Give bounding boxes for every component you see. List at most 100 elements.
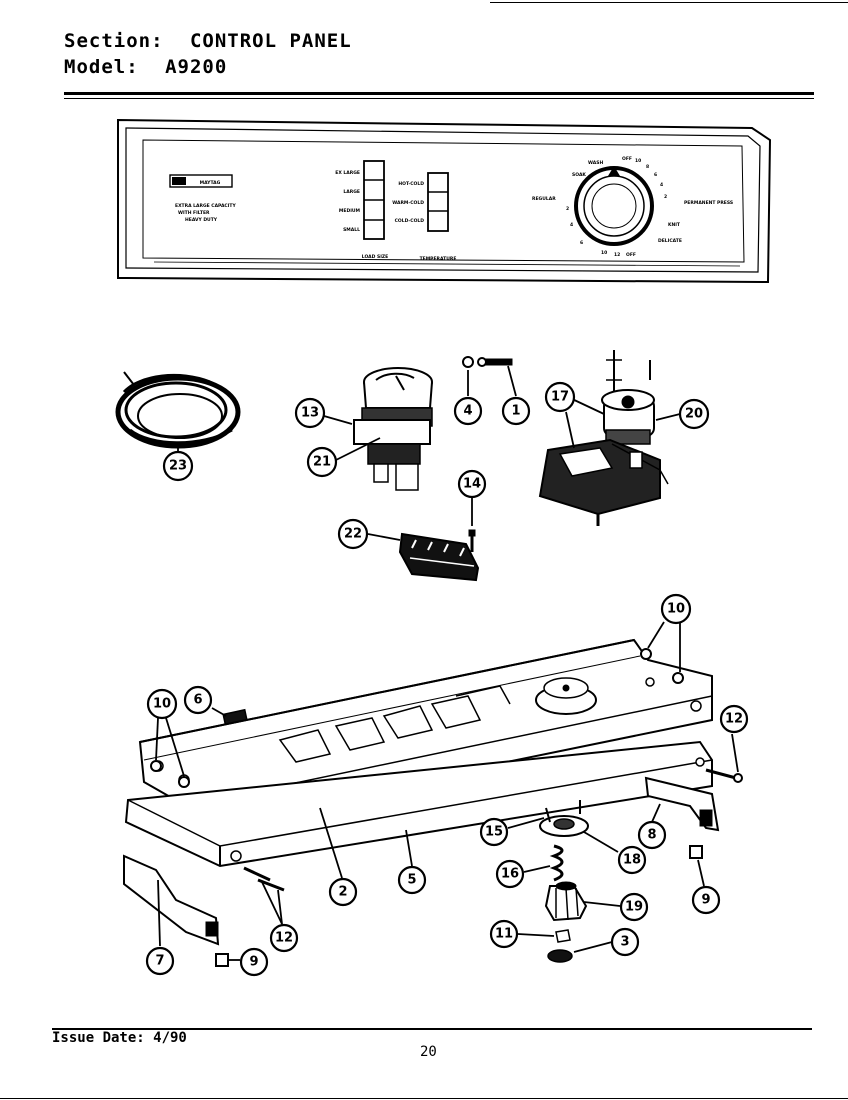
svg-text:13: 13	[301, 406, 319, 421]
dial-number-8: 12	[614, 252, 620, 258]
svg-text:10: 10	[667, 602, 685, 617]
push-button-switch-illustration	[398, 529, 480, 582]
page-number: 20	[420, 1044, 437, 1060]
svg-text:5: 5	[407, 873, 416, 888]
footer-rule	[52, 1028, 812, 1030]
model-label: Model:	[64, 56, 139, 78]
callouts: 1 3 4 5 6 7 8 9 9 10 10 11 12 12 13 14 1…	[145, 381, 749, 977]
load-size-3: MEDIUM	[339, 208, 361, 214]
temperature-2: WARM-COLD	[392, 200, 424, 206]
cycle-wash: WASH	[588, 160, 603, 166]
callout-15: 15	[479, 817, 509, 847]
svg-text:3: 3	[620, 935, 629, 950]
temperature-caption: TEMPERATURE	[420, 256, 457, 262]
cycle-regular: REGULAR	[532, 196, 556, 202]
callout-9-left: 9	[239, 947, 269, 977]
dial-number-2: 10	[635, 158, 641, 164]
section-heading: Section: CONTROL PANEL	[64, 30, 352, 52]
panel-subtitle-1: EXTRA LARGE CAPACITY	[175, 203, 236, 209]
callout-9-right: 9	[691, 885, 721, 915]
dial-number-10: 6	[580, 240, 583, 246]
callout-22: 22	[337, 518, 369, 550]
temperature-buttons: HOT-COLD WARM-COLD COLD-COLD TEMPERATURE	[392, 172, 457, 262]
svg-text:4: 4	[463, 404, 472, 419]
dial-number-11: 4	[570, 222, 573, 228]
svg-text:20: 20	[685, 407, 703, 422]
dial-number-9: 10	[601, 250, 607, 256]
svg-text:7: 7	[155, 954, 164, 969]
model-value: A9200	[165, 56, 228, 78]
load-size-2: LARGE	[343, 189, 360, 195]
selector-switch-illustration	[353, 367, 433, 491]
load-size-caption: LOAD SIZE	[362, 254, 388, 260]
dial-number-12: 2	[566, 206, 569, 212]
issue-date: Issue Date: 4/90	[52, 1030, 187, 1046]
timer-illustration	[538, 350, 669, 526]
dial-number-1: OFF	[622, 156, 632, 162]
svg-text:1: 1	[511, 404, 520, 419]
callout-10-right: 10	[660, 593, 692, 625]
panel-subtitle-2: WITH FILTER	[178, 210, 210, 216]
top-edge-rule	[490, 2, 848, 3]
callout-3: 3	[610, 927, 640, 957]
callout-21: 21	[306, 446, 338, 478]
callout-6: 6	[183, 685, 213, 715]
model-heading: Model: A9200	[64, 56, 227, 78]
bottom-edge-rule	[0, 1098, 848, 1099]
control-panel-face: MAYTAG EXTRA LARGE CAPACITY WITH FILTER …	[117, 118, 772, 284]
callout-7: 7	[145, 946, 175, 976]
callout-11: 11	[489, 919, 519, 949]
dial-number-4: 6	[654, 172, 657, 178]
console-base-assembly	[123, 638, 720, 946]
callout-12-right: 12	[719, 704, 749, 734]
callout-20: 20	[678, 398, 710, 430]
leader-lines	[155, 365, 739, 961]
load-size-1: EX LARGE	[335, 170, 360, 176]
brand-text: MAYTAG	[200, 180, 221, 186]
svg-text:2: 2	[338, 885, 347, 900]
svg-text:18: 18	[623, 853, 641, 868]
timer-dial: OFF 10 8 6 4 2 OFF 12 10 6 4 2 REGULAR P…	[532, 156, 733, 258]
svg-text:10: 10	[153, 697, 171, 712]
dial-number-6: 2	[664, 194, 667, 200]
temperature-1: HOT-COLD	[398, 181, 424, 187]
svg-text:14: 14	[463, 477, 481, 492]
small-parts-4-1	[462, 356, 513, 368]
svg-text:12: 12	[725, 712, 743, 727]
section-value: CONTROL PANEL	[189, 30, 352, 52]
cycle-soak: SOAK	[572, 172, 586, 178]
dial-number-3: 8	[646, 164, 649, 170]
svg-text:9: 9	[701, 893, 710, 908]
callout-12-left: 12	[269, 923, 299, 953]
dial-number-7: OFF	[626, 252, 636, 258]
svg-text:12: 12	[275, 931, 293, 946]
svg-text:23: 23	[169, 459, 187, 474]
header-rule-thick	[64, 92, 814, 95]
callout-5: 5	[397, 865, 427, 895]
svg-text:15: 15	[485, 825, 503, 840]
svg-text:8: 8	[647, 828, 656, 843]
section-label: Section:	[64, 30, 164, 52]
knob-assembly	[539, 800, 589, 963]
callout-23: 23	[162, 450, 194, 482]
load-size-4: SMALL	[343, 227, 360, 233]
svg-text:16: 16	[501, 867, 519, 882]
callout-14: 14	[457, 469, 487, 499]
callout-16: 16	[495, 859, 525, 889]
svg-text:11: 11	[495, 927, 513, 942]
callout-18: 18	[617, 845, 647, 875]
temperature-3: COLD-COLD	[395, 218, 425, 224]
panel-subtitle-3: HEAVY DUTY	[185, 217, 218, 223]
callout-1: 1	[501, 396, 531, 426]
callout-8: 8	[637, 820, 667, 850]
svg-text:19: 19	[625, 900, 643, 915]
header-rule-thin	[64, 98, 814, 99]
cycle-knit: KNIT	[668, 222, 681, 228]
wire-harness-illustration	[115, 371, 241, 449]
callout-4: 4	[453, 396, 483, 426]
svg-text:9: 9	[249, 955, 258, 970]
svg-text:17: 17	[551, 390, 569, 405]
svg-text:21: 21	[313, 455, 331, 470]
svg-text:6: 6	[193, 693, 202, 708]
